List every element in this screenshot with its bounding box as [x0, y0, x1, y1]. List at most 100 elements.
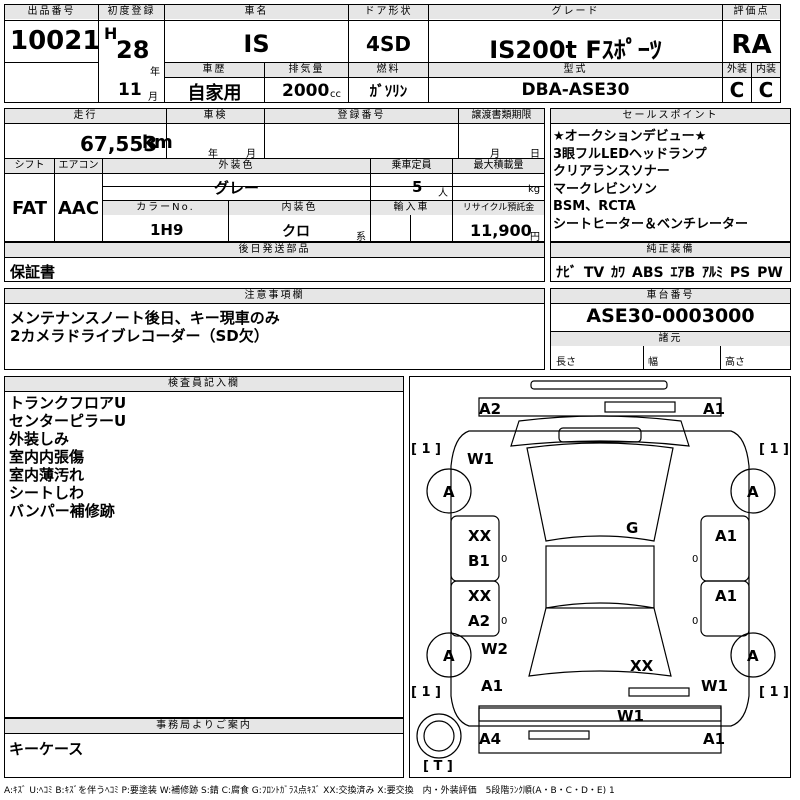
roof — [545, 545, 655, 609]
spare-tire-inner — [423, 720, 455, 752]
ext-color: グレー — [213, 179, 259, 197]
door-front-right — [700, 515, 750, 582]
history-header: 車歴 — [165, 63, 264, 77]
handle-front-left: 0 — [501, 554, 507, 565]
equip-tv: TV — [583, 265, 605, 281]
tire-rear-left — [426, 632, 472, 678]
label-w1-right: W1 — [701, 677, 728, 695]
label-a1-left-low: A1 — [481, 677, 503, 695]
color-no-header: カラーNo. — [103, 201, 228, 215]
lot-no-header: 出品番号 — [5, 5, 98, 19]
header-table — [4, 4, 781, 103]
inspector-line-4: 室内内張傷 — [9, 448, 85, 466]
label-w1-top: W1 — [467, 450, 494, 468]
equip-abs: ABS — [632, 265, 664, 281]
int-color-unit: 系 — [356, 232, 366, 243]
import-header: 輸入車 — [371, 201, 452, 215]
chassis-box — [550, 288, 791, 370]
sales-points-list: ★オークションデビュー★ 3眼フルLEDヘッドランプ クリアランスソナー マーク… — [553, 128, 748, 233]
tire-label-fr: A — [747, 483, 759, 501]
sales-point-4: マークレビンソン — [553, 181, 658, 197]
door-rear-right — [700, 580, 750, 637]
capacity-header: 乗車定員 — [371, 159, 452, 173]
windshield — [526, 442, 674, 542]
door-header: ドア形状 — [349, 5, 428, 19]
label-a1-top: A1 — [703, 400, 725, 418]
interior-header: 内装 — [752, 63, 780, 77]
spec-width: 幅 — [648, 357, 658, 368]
first-reg-month: 11 — [118, 80, 142, 100]
tire-rear-right — [730, 632, 776, 678]
hood-grille — [558, 427, 642, 443]
recycle-unit: 円 — [530, 232, 540, 243]
score-header: 評価点 — [723, 5, 780, 19]
sales-point-1: ★オークションデビュー★ — [553, 129, 707, 144]
bracket-spare: [ T ] — [423, 759, 453, 774]
displacement-header: 排気量 — [265, 63, 348, 77]
office-header: 事務局よりご案内 — [5, 719, 403, 733]
transfer-header: 譲渡書類期限 — [459, 109, 544, 123]
transfer-month-unit: 月 — [490, 149, 500, 160]
rear-trunk-lip — [628, 687, 690, 697]
fuel-header: 燃料 — [349, 63, 428, 77]
interior-grade: C — [758, 78, 774, 102]
specs-header: 諸元 — [551, 332, 790, 346]
recycle: 11,900 — [470, 221, 532, 240]
body-outline — [450, 430, 750, 727]
int-color: クロ — [282, 224, 310, 240]
office-box — [4, 718, 404, 778]
label-a1-right-mid: A1 — [715, 527, 737, 545]
mileage-header: 走行 — [5, 109, 166, 123]
door-rear-left — [450, 580, 500, 637]
lot-no: 10021 — [10, 26, 101, 56]
inspector-line-7: バンパー補修跡 — [9, 502, 115, 520]
first-reg-year: 28 — [116, 36, 150, 64]
first-reg-header: 初度登録 — [99, 5, 164, 19]
spare-tire — [416, 713, 462, 759]
label-w2: W2 — [481, 640, 508, 658]
label-a1-right-low: A1 — [715, 587, 737, 605]
label-a2-top: A2 — [479, 400, 501, 418]
sales-point-5: BSM、RCTA — [553, 199, 636, 214]
mileage: 67,553 — [80, 132, 158, 156]
max-load-header: 最大積載量 — [453, 159, 544, 173]
score: RA — [731, 30, 772, 60]
mileage-unit: km — [142, 132, 173, 153]
front-plate — [604, 401, 676, 413]
handle-rear-right: 0 — [692, 616, 698, 627]
label-a1-bottom: A1 — [703, 730, 725, 748]
bracket-rl: [ 1 ] — [411, 685, 441, 700]
rear-window — [528, 602, 672, 677]
equipment-list: ﾅﾋﾞ TV ｶﾜ ABS ｴｱB ｱﾙﾐ PS PW — [556, 262, 783, 282]
handle-rear-left: 0 — [501, 616, 507, 627]
inspection-month-unit: 月 — [246, 149, 256, 160]
tire-front-left — [426, 468, 472, 514]
later-items-box — [4, 242, 545, 282]
equip-alloy: ｱﾙﾐ — [702, 265, 724, 281]
inspector-line-6: シートしわ — [9, 484, 85, 502]
sales-point-2: 3眼フルLEDヘッドランプ — [553, 146, 707, 162]
year-unit: 年 — [150, 67, 160, 78]
model: DBA-ASE30 — [521, 80, 630, 100]
capacity-unit: 人 — [438, 188, 448, 199]
bracket-fr: [ 1 ] — [759, 442, 789, 457]
history: 自家用 — [187, 83, 242, 104]
inspector-box — [4, 376, 404, 718]
reg-no-header: 登録番号 — [265, 109, 458, 123]
front-bumper — [530, 380, 668, 390]
tire-label-rl: A — [443, 647, 455, 665]
label-w1-bottom: W1 — [617, 707, 644, 725]
office-note: キーケース — [9, 740, 84, 758]
inspector-line-1: トランクフロアU — [9, 394, 127, 412]
color-no: 1H9 — [150, 221, 184, 239]
chassis-no: ASE30-0003000 — [586, 305, 755, 327]
recycle-header: リサイクル預託金 — [453, 201, 544, 215]
car-name: IS — [243, 30, 270, 58]
int-color-header: 内装色 — [229, 201, 370, 215]
label-xx-a2: XX — [468, 587, 492, 605]
bracket-rr: [ 1 ] — [759, 685, 789, 700]
legend: A:ｷｽﾞ U:ﾍｺﾐ B:ｷｽﾞを伴うﾍｺﾐ P:要塗装 W:補修跡 S:錆 … — [4, 786, 615, 796]
later-items: 保証書 — [10, 263, 56, 281]
sales-points-header: セールスポイント — [551, 109, 790, 123]
notes-header: 注意事項欄 — [5, 289, 544, 303]
